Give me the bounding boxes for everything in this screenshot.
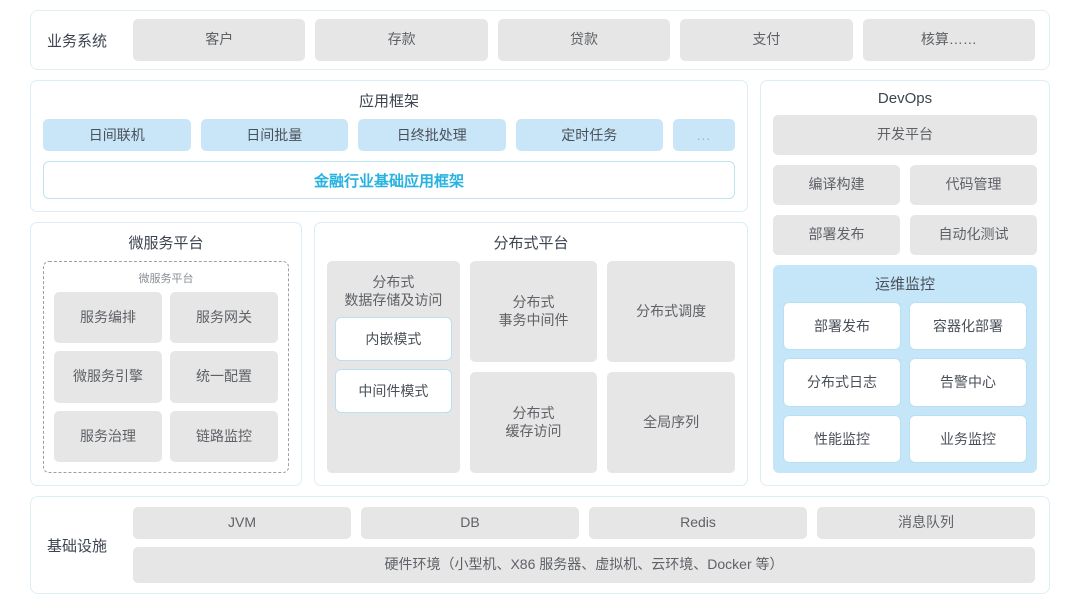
- distributed-card[interactable]: 分布式 事务中间件: [469, 261, 598, 362]
- operations-monitoring-panel: 运维监控 部署发布 容器化部署 分布式日志 告警中心 性能监控 业务监控: [773, 265, 1037, 473]
- devops-items-grid: 编译构建 代码管理 部署发布 自动化测试: [773, 165, 1037, 255]
- platform-section: 应用框架 日间联机 日间批量 日终批处理 定时任务 ... 金融行业基础应用框架…: [30, 80, 1050, 486]
- app-framework-chip[interactable]: 定时任务: [515, 119, 663, 151]
- microservice-item[interactable]: 服务治理: [54, 410, 162, 462]
- operations-monitoring-title: 运维监控: [874, 276, 935, 293]
- hardware-environment-bar: 硬件环境（小型机、X86 服务器、虚拟机、云环境、Docker 等）: [133, 547, 1035, 583]
- financial-base-framework-bar: 金融行业基础应用框架: [43, 161, 735, 199]
- distributed-storage-title-line2: 数据存储及访问: [344, 292, 443, 309]
- distributed-platform-panel: 分布式平台 分布式 数据存储及访问 内嵌模式 中间件模式: [314, 222, 748, 486]
- microservice-item[interactable]: 链路监控: [170, 410, 278, 462]
- monitoring-item[interactable]: 容器化部署: [909, 302, 1027, 351]
- platform-left-column: 应用框架 日间联机 日间批量 日终批处理 定时任务 ... 金融行业基础应用框架…: [30, 80, 748, 486]
- microservice-items-grid: 服务编排 服务网关 微服务引擎 统一配置 服务治理 链路监控: [54, 292, 278, 462]
- distributed-platform-body: 分布式 数据存储及访问 内嵌模式 中间件模式 分布式 事务中间件 分布式调度 分…: [327, 261, 735, 473]
- microservice-item[interactable]: 统一配置: [170, 351, 278, 403]
- microservice-platform-panel: 微服务平台 微服务平台 服务编排 服务网关 微服务引擎 统一配置 服务治理 链路…: [30, 222, 302, 486]
- devops-item[interactable]: 自动化测试: [910, 215, 1037, 255]
- infrastructure-item[interactable]: Redis: [589, 507, 807, 539]
- application-framework-title: 应用框架: [358, 93, 419, 110]
- monitoring-item[interactable]: 告警中心: [909, 358, 1027, 407]
- distributed-storage-card[interactable]: 分布式 数据存储及访问 内嵌模式 中间件模式: [327, 261, 460, 473]
- app-framework-chip[interactable]: 日终批处理: [358, 119, 506, 151]
- app-framework-chip[interactable]: 日间批量: [200, 119, 348, 151]
- monitoring-item[interactable]: 分布式日志: [783, 358, 901, 407]
- microservice-platform-inner-label: 微服务平台: [138, 273, 194, 285]
- business-system-item[interactable]: 客户: [133, 19, 306, 61]
- devops-platform-chip[interactable]: 开发平台: [773, 115, 1037, 155]
- operations-monitoring-grid: 部署发布 容器化部署 分布式日志 告警中心 性能监控 业务监控: [783, 302, 1027, 463]
- monitoring-item[interactable]: 部署发布: [783, 302, 901, 351]
- infrastructure-item[interactable]: JVM: [133, 507, 351, 539]
- distributed-storage-mode[interactable]: 内嵌模式: [335, 317, 452, 362]
- business-systems-items: 客户 存款 贷款 支付 核算……: [133, 19, 1036, 61]
- business-systems-label: 业务系统: [46, 32, 107, 50]
- devops-column: DevOps 开发平台 编译构建 代码管理 部署发布 自动化测试 运维监控 部署…: [760, 80, 1050, 486]
- infrastructure-body: JVM DB Redis 消息队列 硬件环境（小型机、X86 服务器、虚拟机、云…: [133, 507, 1035, 583]
- distributed-card[interactable]: 分布式 缓存访问: [469, 372, 598, 473]
- microservice-platform-inner-box: 微服务平台 服务编排 服务网关 微服务引擎 统一配置 服务治理 链路监控: [43, 261, 289, 473]
- microservice-item[interactable]: 微服务引擎: [54, 351, 162, 403]
- distributed-storage-title: 分布式 数据存储及访问: [344, 273, 442, 309]
- business-system-item[interactable]: 贷款: [497, 19, 671, 61]
- devops-title: DevOps: [877, 90, 933, 107]
- platform-lower-row: 微服务平台 微服务平台 服务编排 服务网关 微服务引擎 统一配置 服务治理 链路…: [30, 222, 748, 486]
- devops-item[interactable]: 代码管理: [910, 165, 1037, 205]
- app-framework-chip[interactable]: 日间联机: [43, 119, 191, 151]
- microservice-item[interactable]: 服务网关: [170, 292, 278, 344]
- distributed-card[interactable]: 分布式调度: [607, 261, 735, 362]
- distributed-storage-column: 分布式 数据存储及访问 内嵌模式 中间件模式: [327, 261, 460, 473]
- devops-item[interactable]: 编译构建: [773, 165, 900, 205]
- devops-panel: DevOps 开发平台 编译构建 代码管理 部署发布 自动化测试 运维监控 部署…: [760, 80, 1050, 486]
- microservice-item[interactable]: 服务编排: [54, 292, 162, 344]
- distributed-platform-title: 分布式平台: [493, 235, 569, 252]
- infrastructure-label: 基础设施: [46, 537, 107, 555]
- infrastructure-items: JVM DB Redis 消息队列: [133, 507, 1035, 539]
- infrastructure-section: 基础设施 JVM DB Redis 消息队列 硬件环境（小型机、X86 服务器、…: [30, 496, 1050, 594]
- business-system-item[interactable]: 核算……: [862, 19, 1036, 61]
- infrastructure-item[interactable]: DB: [361, 507, 579, 539]
- application-framework-panel: 应用框架 日间联机 日间批量 日终批处理 定时任务 ... 金融行业基础应用框架: [30, 80, 748, 212]
- business-systems-section: 业务系统 客户 存款 贷款 支付 核算……: [30, 10, 1050, 70]
- business-system-item[interactable]: 支付: [680, 19, 853, 61]
- app-framework-more-chip[interactable]: ...: [673, 119, 735, 151]
- distributed-card[interactable]: 全局序列: [607, 372, 735, 473]
- devops-item[interactable]: 部署发布: [773, 215, 900, 255]
- distributed-storage-mode[interactable]: 中间件模式: [335, 369, 452, 414]
- business-system-item[interactable]: 存款: [315, 19, 488, 61]
- monitoring-item[interactable]: 性能监控: [783, 414, 901, 463]
- distributed-storage-title-line1: 分布式: [372, 274, 415, 290]
- infrastructure-item[interactable]: 消息队列: [817, 507, 1035, 539]
- distributed-cards-grid: 分布式 事务中间件 分布式调度 分布式 缓存访问 全局序列: [469, 261, 735, 473]
- application-framework-chips: 日间联机 日间批量 日终批处理 定时任务 ...: [43, 119, 735, 151]
- microservice-platform-title: 微服务平台: [128, 235, 204, 252]
- monitoring-item[interactable]: 业务监控: [909, 414, 1027, 463]
